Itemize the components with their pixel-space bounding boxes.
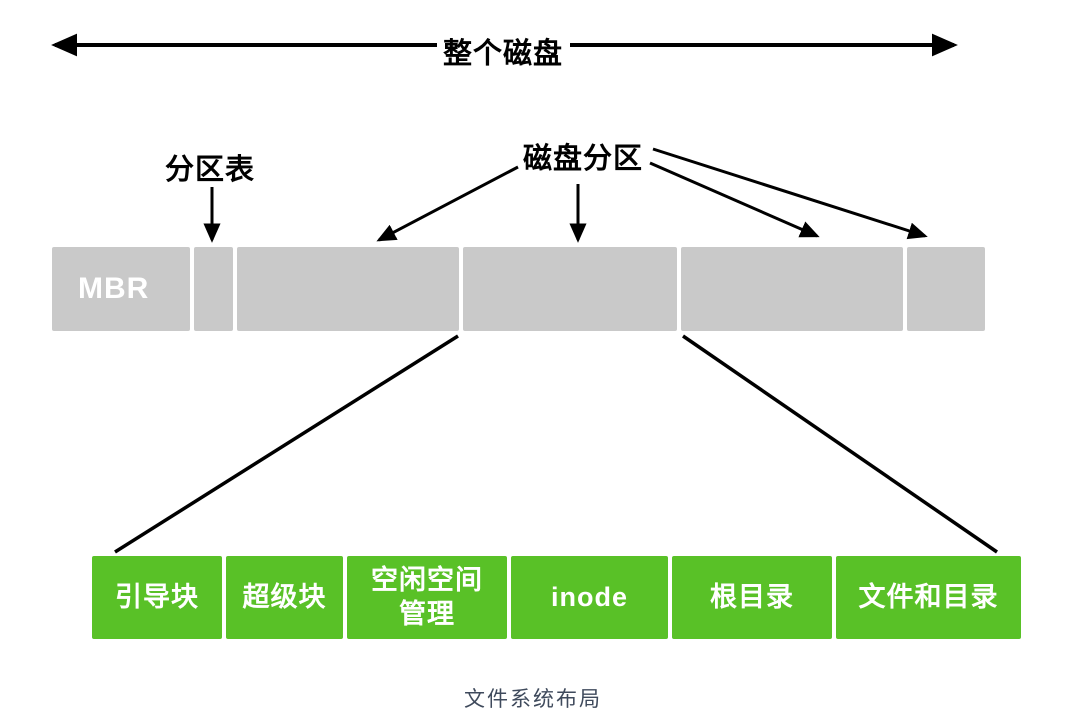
whole-disk-label: 整个磁盘 — [442, 38, 564, 70]
disk-partition-label: 磁盘分区 — [522, 143, 644, 175]
partition-table-label: 分区表 — [164, 154, 256, 186]
diagram-caption: 文件系统布局 — [464, 688, 602, 711]
disk-segment-partition-4 — [907, 247, 985, 331]
expansion-line-right — [682, 334, 998, 554]
filesystem-bar: 引导块 超级块 空闲空间管理 inode 根目录 文件和目录 — [92, 556, 1021, 639]
disk-segment-partition-2 — [463, 247, 677, 331]
disk-segment-mbr: MBR — [52, 247, 190, 331]
disk-segment-partition-table — [194, 247, 233, 331]
fs-segment-free-space-management: 空闲空间管理 — [347, 556, 507, 639]
fs-segment-files-and-directories: 文件和目录 — [836, 556, 1021, 639]
fs-segment-inode: inode — [511, 556, 668, 639]
disk-segment-partition-3 — [681, 247, 903, 331]
disk-bar: MBR — [52, 247, 985, 331]
fs-segment-boot-block: 引导块 — [92, 556, 222, 639]
fs-segment-free-space-management-label: 空闲空间管理 — [371, 564, 483, 629]
fs-segment-super-block: 超级块 — [226, 556, 343, 639]
disk-partition-arrow-right-2 — [652, 147, 928, 240]
disk-segment-partition-1 — [237, 247, 459, 331]
fs-segment-root-directory: 根目录 — [672, 556, 832, 639]
disk-partition-arrow-right-1 — [649, 161, 820, 238]
expansion-line-left — [114, 334, 459, 554]
disk-partition-arrow-left — [376, 165, 519, 242]
